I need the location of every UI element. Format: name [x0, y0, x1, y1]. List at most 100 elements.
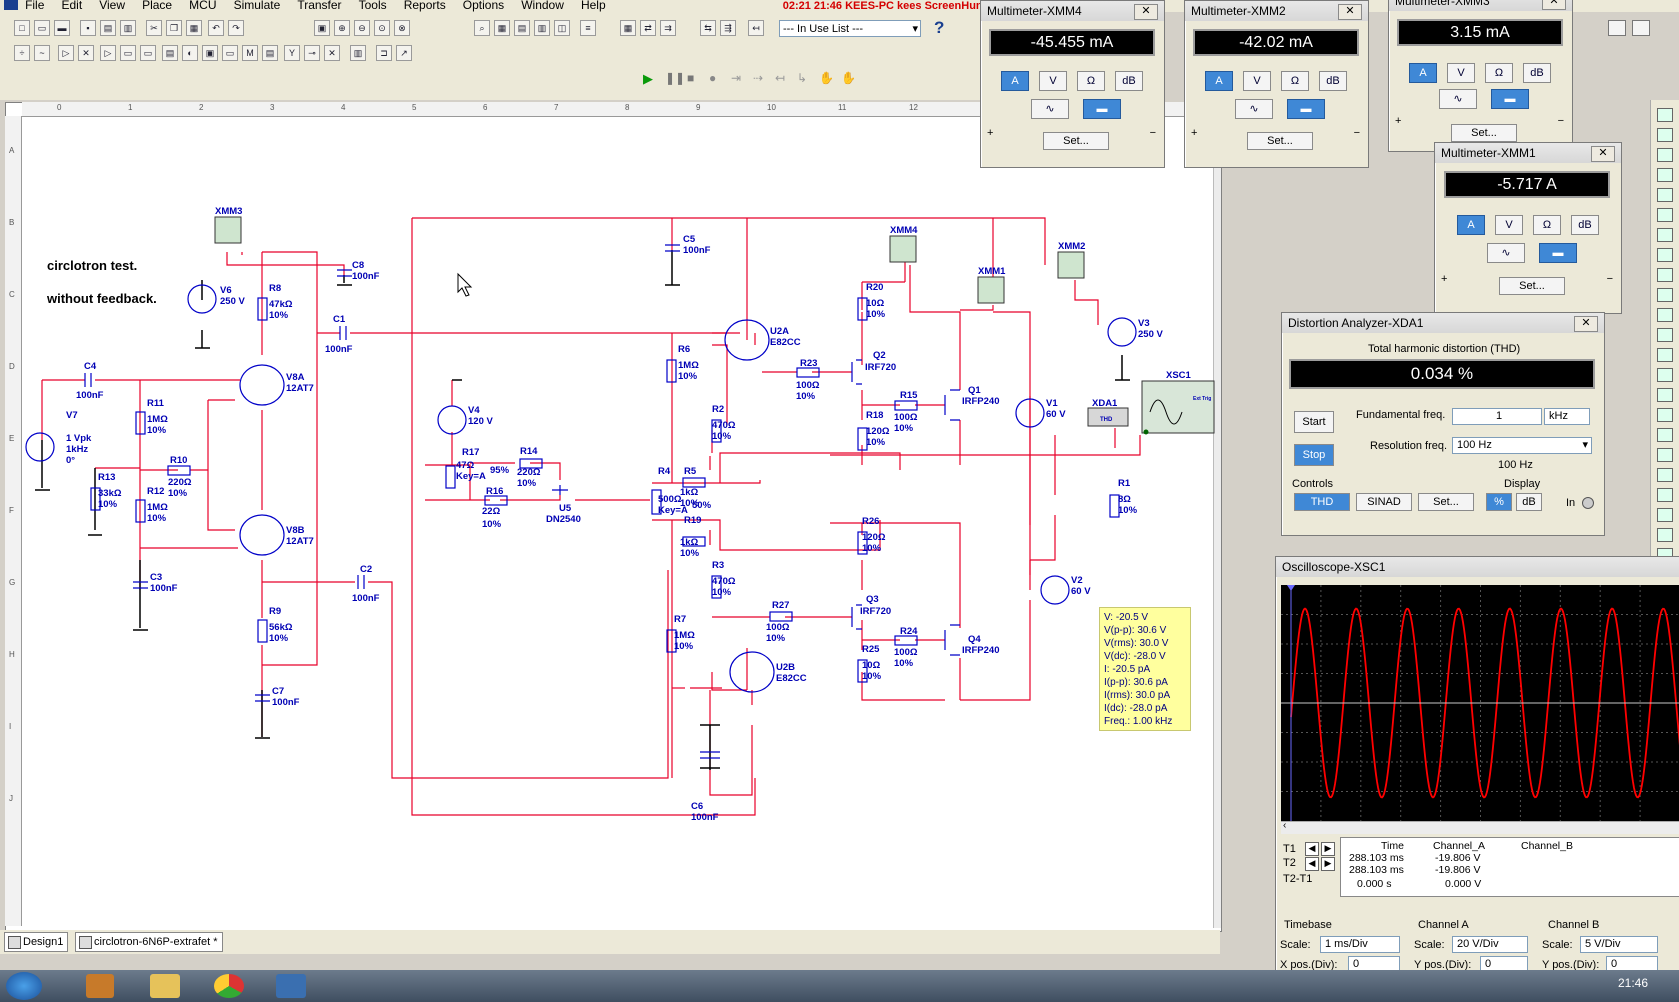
- labview-tool-icon[interactable]: [1657, 488, 1673, 502]
- decibel-button[interactable]: dB: [1115, 71, 1143, 91]
- wattmeter-tool-icon[interactable]: [1657, 148, 1673, 162]
- current-probe-tool-icon[interactable]: [1657, 508, 1673, 522]
- oscilloscope-tool-icon[interactable]: [1657, 168, 1673, 182]
- remove-breakpoints-icon[interactable]: ✋: [841, 71, 856, 85]
- place-analog-icon[interactable]: ▷: [100, 45, 116, 61]
- menu-view[interactable]: View: [99, 0, 126, 12]
- ac-mode-icon[interactable]: ∿: [1439, 89, 1477, 109]
- stop-simulation-icon[interactable]: ■: [687, 71, 695, 85]
- redo-icon[interactable]: ↷: [228, 20, 244, 36]
- grapher-icon[interactable]: ◫: [554, 20, 570, 36]
- menu-transfer[interactable]: Transfer: [297, 0, 342, 12]
- menu-reports[interactable]: Reports: [403, 0, 446, 12]
- dc-mode-icon[interactable]: ▬: [1083, 99, 1121, 119]
- sinad-mode-button[interactable]: SINAD: [1356, 493, 1412, 511]
- place-cmos-icon[interactable]: ▭: [140, 45, 156, 61]
- distortion-analyzer-window[interactable]: Distortion Analyzer-XDA1 ✕ Total harmoni…: [1281, 312, 1605, 536]
- pause-simulation-icon[interactable]: ❚❚: [665, 71, 686, 85]
- close-document-icon[interactable]: [1632, 20, 1650, 36]
- place-basic-icon[interactable]: ~: [34, 45, 50, 61]
- set-button[interactable]: Set...: [1418, 493, 1474, 511]
- ammeter-button[interactable]: A: [1457, 215, 1485, 235]
- postprocessor-icon[interactable]: ≡: [580, 20, 596, 36]
- xmm1-symbol[interactable]: [977, 276, 1005, 304]
- resolution-freq-select[interactable]: 100 Hz ▾: [1452, 437, 1592, 454]
- in-use-list-dropdown[interactable]: --- In Use List --- ▾: [779, 20, 921, 37]
- place-diode-icon[interactable]: ▷: [58, 45, 74, 61]
- agilent-generator-tool-icon[interactable]: [1657, 388, 1673, 402]
- ohmmeter-button[interactable]: Ω: [1533, 215, 1561, 235]
- zoom-in-icon[interactable]: ⊕: [334, 20, 350, 36]
- fundamental-unit[interactable]: kHz: [1544, 408, 1590, 425]
- place-wire-icon[interactable]: ↗: [396, 45, 412, 61]
- zoom-out-icon[interactable]: ⊖: [354, 20, 370, 36]
- new-file-icon[interactable]: □: [14, 20, 30, 36]
- distortion-analyzer-tool-icon[interactable]: [1657, 328, 1673, 342]
- t2-left-arrow-icon[interactable]: ◀: [1305, 857, 1319, 871]
- step-out-icon[interactable]: ↤: [775, 71, 786, 85]
- cut-icon[interactable]: ✂: [146, 20, 162, 36]
- zoom-fit-icon[interactable]: ⊗: [394, 20, 410, 36]
- menu-tools[interactable]: Tools: [358, 0, 387, 12]
- place-advanced-icon[interactable]: ▤: [262, 45, 278, 61]
- multimeter-xmm2-window[interactable]: Multimeter-XMM2 ✕ -42.02 mA A V Ω dB ∿ ▬…: [1184, 0, 1369, 168]
- explorer-icon[interactable]: [150, 974, 180, 998]
- pause-at-next-icon[interactable]: ●: [709, 71, 717, 85]
- dc-mode-icon[interactable]: ▬: [1287, 99, 1325, 119]
- scroll-left-icon[interactable]: ‹: [1283, 820, 1287, 831]
- set-button[interactable]: Set...: [1451, 124, 1517, 142]
- set-button[interactable]: Set...: [1247, 132, 1313, 150]
- ac-mode-icon[interactable]: ∿: [1031, 99, 1069, 119]
- xmm4-symbol[interactable]: [889, 235, 917, 263]
- set-button[interactable]: Set...: [1043, 132, 1109, 150]
- ammeter-button[interactable]: A: [1409, 63, 1437, 83]
- place-rf-icon[interactable]: Y: [284, 45, 300, 61]
- t1-left-arrow-icon[interactable]: ◀: [1305, 842, 1319, 856]
- ohmmeter-button[interactable]: Ω: [1485, 63, 1513, 83]
- place-misc-digital-icon[interactable]: ▤: [162, 45, 178, 61]
- erc-icon[interactable]: ▦: [620, 20, 636, 36]
- db-display-button[interactable]: dB: [1516, 493, 1542, 511]
- ohmmeter-button[interactable]: Ω: [1077, 71, 1105, 91]
- media-player-icon[interactable]: [86, 974, 114, 998]
- place-ttl-icon[interactable]: ▭: [120, 45, 136, 61]
- menu-simulate[interactable]: Simulate: [233, 0, 281, 12]
- multimeter-xmm1-window[interactable]: Multimeter-XMM1 ✕ -5.717 A A V Ω dB ∿ ▬ …: [1434, 142, 1622, 314]
- print-preview-icon[interactable]: ▥: [120, 20, 136, 36]
- voltmeter-button[interactable]: V: [1495, 215, 1523, 235]
- voltmeter-button[interactable]: V: [1447, 63, 1475, 83]
- tektronix-scope-tool-icon[interactable]: [1657, 448, 1673, 462]
- agilent-multimeter-tool-icon[interactable]: [1657, 408, 1673, 422]
- xmm3-symbol[interactable]: [214, 216, 242, 244]
- spectrum-analyzer-tool-icon[interactable]: [1657, 348, 1673, 362]
- voltmeter-button[interactable]: V: [1039, 71, 1067, 91]
- toggle-breakpoint-icon[interactable]: ✋: [819, 71, 834, 85]
- xmm2-symbol[interactable]: [1057, 251, 1085, 279]
- set-button[interactable]: Set...: [1499, 277, 1565, 295]
- backannotate-icon[interactable]: ⇄: [640, 20, 656, 36]
- tab-circlotron[interactable]: circlotron-6N6P-extrafet *: [75, 932, 223, 952]
- channel-a-scale-input[interactable]: 20 V/Div: [1452, 936, 1528, 953]
- scope-scrollbar[interactable]: ‹: [1281, 820, 1679, 834]
- place-misc-icon[interactable]: M: [242, 45, 258, 61]
- decibel-button[interactable]: dB: [1319, 71, 1347, 91]
- function-generator-tool-icon[interactable]: [1657, 128, 1673, 142]
- thd-mode-button[interactable]: THD: [1294, 493, 1350, 511]
- multimeter-tool-icon[interactable]: [1657, 108, 1673, 122]
- menu-place[interactable]: Place: [142, 0, 173, 12]
- network-analyzer-tool-icon[interactable]: [1657, 368, 1673, 382]
- agilent-scope-tool-icon[interactable]: [1657, 428, 1673, 442]
- close-icon[interactable]: ✕: [1574, 316, 1598, 332]
- start-button-icon[interactable]: [6, 972, 42, 1000]
- chrome-icon[interactable]: [214, 974, 244, 998]
- t1-right-arrow-icon[interactable]: ▶: [1321, 842, 1335, 856]
- dc-mode-icon[interactable]: ▬: [1539, 243, 1577, 263]
- save-icon[interactable]: ▪: [80, 20, 96, 36]
- menu-file[interactable]: File: [25, 0, 45, 12]
- fundamental-freq-input[interactable]: 1: [1452, 408, 1542, 425]
- close-icon[interactable]: ✕: [1338, 4, 1362, 20]
- undo-list-icon[interactable]: ↤: [748, 20, 764, 36]
- run-simulation-icon[interactable]: ▶: [643, 71, 653, 86]
- xda1-symbol[interactable]: [1087, 407, 1129, 427]
- place-mixed-icon[interactable]: ◐: [182, 45, 198, 61]
